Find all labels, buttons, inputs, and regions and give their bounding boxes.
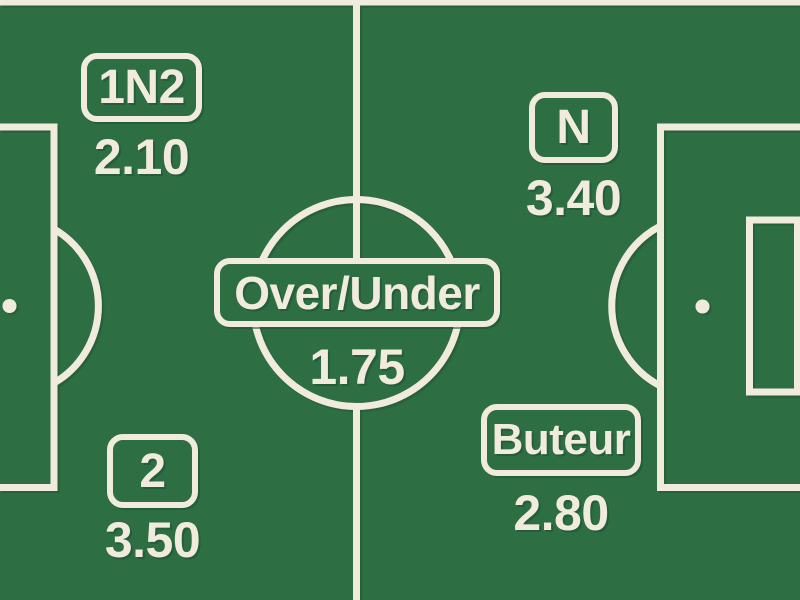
market-over-under-odds: 1.75 [309, 339, 405, 395]
market-n-label: N [556, 101, 591, 154]
goal-area-right [746, 216, 800, 396]
market-2-label: 2 [139, 444, 166, 498]
market-1n2-label: 1N2 [98, 61, 185, 114]
penalty-box-left [0, 123, 58, 491]
market-over-under-label: Over/Under [234, 266, 480, 319]
penalty-arc-right [608, 222, 663, 390]
market-2-odds: 3.50 [104, 512, 201, 568]
market-n-button[interactable]: N [529, 92, 618, 163]
penalty-arc-left [52, 225, 102, 387]
market-2-button[interactable]: 2 [107, 434, 198, 508]
market-buteur-label: Buteur [491, 415, 631, 464]
market-1n2-button[interactable]: 1N2 [81, 53, 202, 122]
penalty-spot-right [695, 299, 710, 314]
penalty-box-right [657, 123, 800, 491]
market-over-under-button[interactable]: Over/Under [214, 258, 500, 327]
market-buteur-odds: 2.80 [513, 485, 609, 541]
market-buteur-button[interactable]: Buteur [481, 404, 641, 476]
penalty-spot-left [2, 299, 17, 313]
market-n-odds: 3.40 [525, 170, 622, 226]
market-1n2-odds: 2.10 [93, 129, 190, 185]
